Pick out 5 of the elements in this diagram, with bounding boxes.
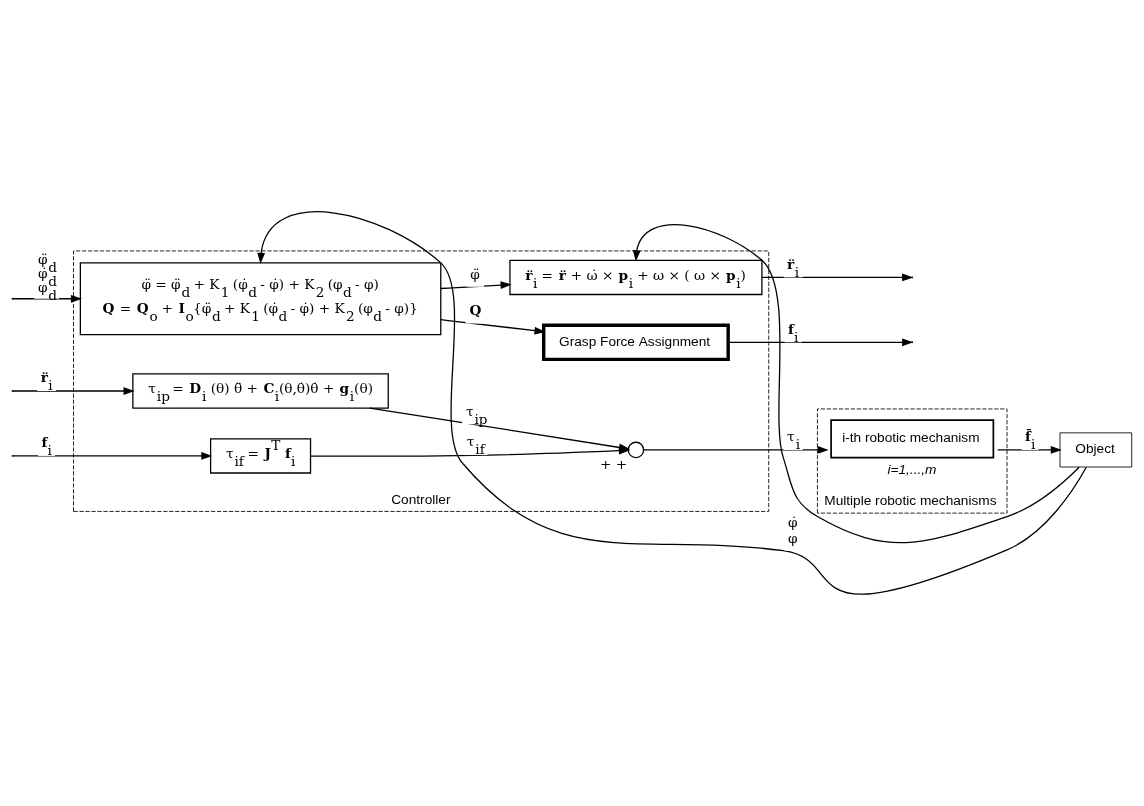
edge-label: Q bbox=[469, 301, 482, 318]
edge-label: φ̇ φ bbox=[787, 514, 798, 546]
node-label: i=1,...,m bbox=[887, 461, 937, 477]
edge-label: φ̈ bbox=[470, 265, 480, 282]
node-label: + + bbox=[600, 455, 628, 472]
